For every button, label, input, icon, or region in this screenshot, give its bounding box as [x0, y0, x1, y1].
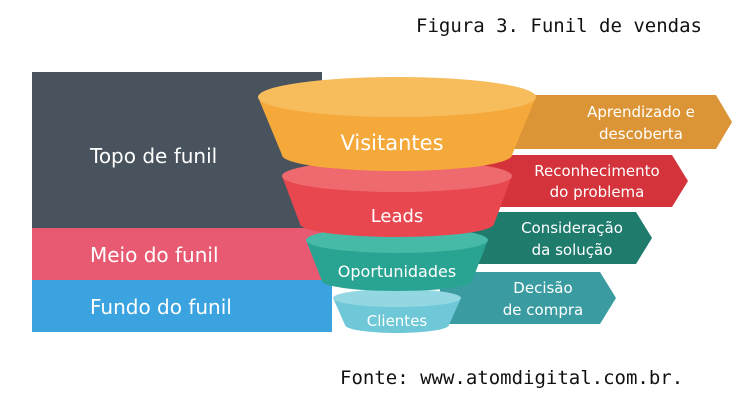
- band-topo-label: Topo de funil: [90, 144, 218, 168]
- band-fundo-label: Fundo do funil: [90, 295, 232, 319]
- figure-title: Figura 3. Funil de vendas: [416, 15, 702, 37]
- source-note: Fonte: www.atomdigital.com.br.: [340, 367, 684, 389]
- stage-leads-label: Leads: [371, 206, 424, 227]
- stage-visitantes-label: Visitantes: [340, 131, 443, 155]
- arrow-decisao: [440, 272, 616, 324]
- stage-clientes-label: Clientes: [367, 312, 428, 330]
- stage-visitantes: Visitantes: [258, 77, 536, 171]
- band-meio-label: Meio do funil: [90, 243, 219, 267]
- band-meio: Meio do funil: [32, 228, 322, 280]
- band-fundo: Fundo do funil: [32, 280, 332, 332]
- arrow-reconhecimento-line1: Reconhecimento: [534, 162, 659, 180]
- stage-clientes: Clientes: [333, 289, 461, 333]
- arrow-consideracao: [460, 212, 652, 264]
- arrow-reconhecimento-line2: do problema: [550, 183, 645, 201]
- arrow-reconhecimento: [478, 155, 688, 207]
- arrow-consideracao-line1: Consideração: [521, 219, 623, 237]
- stage-oportunidades-label: Oportunidades: [338, 262, 456, 281]
- arrow-decisao-line2: de compra: [503, 301, 583, 319]
- arrow-aprendizado-line1: Aprendizado e: [587, 103, 695, 121]
- arrow-consideracao-line2: da solução: [532, 241, 613, 259]
- arrow-aprendizado: [505, 95, 732, 149]
- arrow-decisao-line1: Decisão: [513, 279, 572, 297]
- stage-leads: Leads: [282, 160, 512, 237]
- arrow-aprendizado-line2: descoberta: [599, 125, 683, 143]
